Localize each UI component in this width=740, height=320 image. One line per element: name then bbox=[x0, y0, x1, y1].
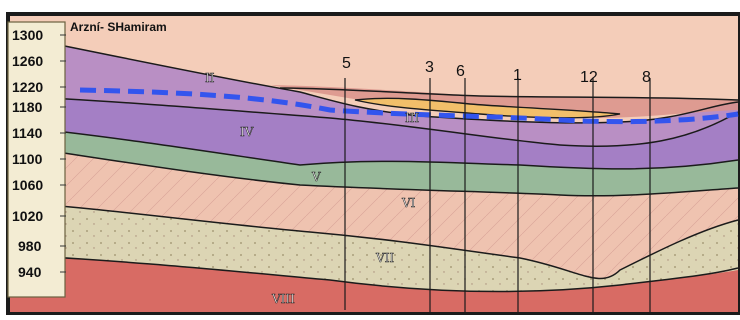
elevation-tick-940: 940 bbox=[18, 264, 42, 280]
elevation-tick-1260: 1260 bbox=[12, 53, 43, 69]
elevation-tick-1220: 1220 bbox=[12, 79, 43, 95]
unit-label-vi: VI bbox=[401, 196, 416, 210]
elevation-tick-980: 980 bbox=[18, 238, 42, 254]
well-label-8: 8 bbox=[642, 69, 651, 86]
unit-label-vii: VII bbox=[375, 251, 394, 265]
unit-label-ii: II bbox=[205, 71, 215, 85]
well-label-5: 5 bbox=[342, 55, 351, 72]
elevation-tick-1100: 1100 bbox=[12, 151, 43, 167]
elevation-tick-1300: 1300 bbox=[12, 27, 43, 43]
well-label-6: 6 bbox=[456, 63, 465, 80]
elevation-tick-1060: 1060 bbox=[12, 177, 43, 193]
elevation-tick-1180: 1180 bbox=[12, 99, 43, 115]
unit-label-iii: III bbox=[405, 111, 419, 125]
elevation-tick-1020: 1020 bbox=[12, 208, 43, 224]
well-label-1: 1 bbox=[513, 67, 522, 84]
well-label-12: 12 bbox=[580, 69, 598, 86]
section-title: Arzní- SHamiram bbox=[70, 20, 167, 34]
elevation-tick-1140: 1140 bbox=[12, 125, 43, 141]
unit-label-v: V bbox=[311, 170, 321, 184]
unit-label-iv: IV bbox=[240, 125, 254, 139]
unit-label-viii: VIII bbox=[271, 292, 295, 306]
well-label-3: 3 bbox=[425, 59, 434, 76]
